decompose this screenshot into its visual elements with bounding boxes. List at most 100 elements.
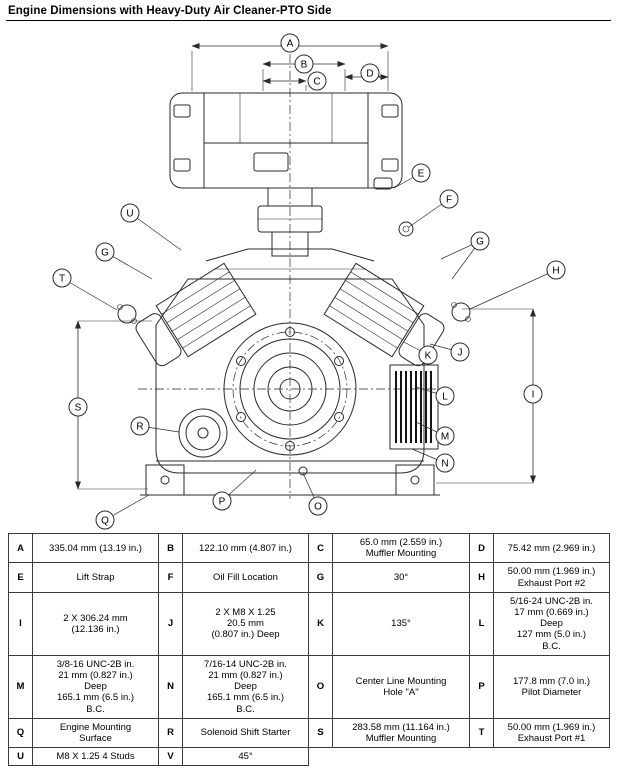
callout-T: T bbox=[52, 268, 118, 311]
mounting-feet bbox=[140, 460, 440, 496]
svg-text:G: G bbox=[101, 248, 109, 259]
dim-key: C bbox=[308, 532, 333, 564]
callout-L: L bbox=[415, 386, 455, 406]
dim-value: 283.58 mm (11.164 in.)Muffler Mounting bbox=[332, 717, 470, 749]
svg-text:Q: Q bbox=[101, 516, 109, 527]
dim-key: U bbox=[8, 747, 33, 767]
dim-value: 30° bbox=[332, 562, 470, 593]
callout-P: P bbox=[212, 469, 257, 511]
svg-text:T: T bbox=[59, 274, 65, 285]
dim-value: 45° bbox=[182, 747, 309, 767]
svg-text:C: C bbox=[313, 77, 320, 88]
dim-value: 135° bbox=[332, 591, 470, 656]
blower-shroud bbox=[205, 248, 375, 270]
callout-K: K bbox=[403, 341, 438, 365]
dim-key: F bbox=[158, 562, 183, 593]
dim-value: Solenoid Shift Starter bbox=[182, 717, 309, 749]
svg-text:A: A bbox=[287, 39, 294, 50]
svg-text:S: S bbox=[75, 403, 82, 414]
callout-I: I bbox=[523, 384, 543, 404]
dim-value: Oil Fill Location bbox=[182, 562, 309, 593]
svg-text:R: R bbox=[136, 422, 143, 433]
svg-text:B: B bbox=[301, 60, 308, 71]
dim-key: N bbox=[158, 654, 183, 719]
dim-key: M bbox=[8, 654, 33, 719]
page-title: Engine Dimensions with Heavy-Duty Air Cl… bbox=[8, 5, 332, 17]
left-cylinder bbox=[135, 262, 257, 367]
oil-fill-cap bbox=[398, 221, 414, 237]
intake-carburetor bbox=[257, 187, 323, 257]
callout-D: D bbox=[360, 63, 382, 83]
callout-A: A bbox=[280, 33, 300, 53]
dim-key: Q bbox=[8, 717, 33, 749]
crankcase bbox=[155, 278, 425, 474]
callout-C: C bbox=[307, 71, 327, 91]
pto-shaft-circles bbox=[223, 322, 357, 476]
starter-fins bbox=[389, 364, 439, 450]
callout-J: J bbox=[429, 342, 470, 362]
dim-value: 50.00 mm (1.969 in.)Exhaust Port #2 bbox=[493, 562, 610, 593]
callout-R: R bbox=[130, 416, 180, 436]
dim-key: G bbox=[308, 562, 333, 593]
lift-strap bbox=[373, 177, 393, 190]
dim-key: S bbox=[308, 717, 333, 749]
dim-key: I bbox=[8, 591, 33, 656]
dim-key: K bbox=[308, 591, 333, 656]
callout-G: G bbox=[95, 242, 153, 280]
svg-text:F: F bbox=[446, 195, 452, 206]
svg-text:K: K bbox=[425, 351, 432, 362]
dim-key: D bbox=[469, 532, 494, 564]
centerlines bbox=[138, 37, 442, 499]
page-header: Engine Dimensions with Heavy-Duty Air Cl… bbox=[6, 3, 611, 21]
svg-text:O: O bbox=[314, 502, 322, 513]
svg-text:J: J bbox=[458, 348, 463, 359]
svg-text:D: D bbox=[366, 69, 373, 80]
dim-key: V bbox=[158, 747, 183, 767]
dim-key: J bbox=[158, 591, 183, 656]
oil-filter bbox=[178, 408, 228, 458]
svg-text:P: P bbox=[219, 497, 226, 508]
svg-text:U: U bbox=[126, 209, 133, 220]
empty-cell bbox=[309, 748, 470, 766]
svg-text:H: H bbox=[552, 266, 559, 277]
svg-text:N: N bbox=[441, 459, 448, 470]
callout-B: B bbox=[294, 54, 314, 74]
dim-key: R bbox=[158, 717, 183, 749]
exhaust-flange-right bbox=[451, 302, 471, 322]
callout-N: N bbox=[411, 448, 455, 473]
svg-text:M: M bbox=[441, 432, 449, 443]
callout-S: S bbox=[68, 397, 88, 417]
callout-G: G bbox=[440, 231, 490, 280]
callout-H: H bbox=[469, 260, 566, 310]
air-cleaner bbox=[169, 92, 403, 189]
svg-text:G: G bbox=[476, 237, 484, 248]
callout-U: U bbox=[120, 203, 182, 251]
dim-key: P bbox=[469, 654, 494, 719]
callout-F: F bbox=[408, 189, 459, 228]
dim-key: B bbox=[158, 532, 183, 564]
dim-key: L bbox=[469, 591, 494, 656]
dim-value: Lift Strap bbox=[32, 562, 159, 593]
dim-key: E bbox=[8, 562, 33, 593]
callout-O: O bbox=[302, 472, 328, 516]
dim-key: A bbox=[8, 532, 33, 564]
dim-value: 65.0 mm (2.559 in.)Muffler Mounting bbox=[332, 532, 470, 564]
callout-Q: Q bbox=[95, 494, 150, 530]
dim-key: T bbox=[469, 717, 494, 749]
dim-value: 335.04 mm (13.19 in.) bbox=[32, 532, 159, 564]
dim-value: 75.42 mm (2.969 in.) bbox=[493, 532, 610, 564]
